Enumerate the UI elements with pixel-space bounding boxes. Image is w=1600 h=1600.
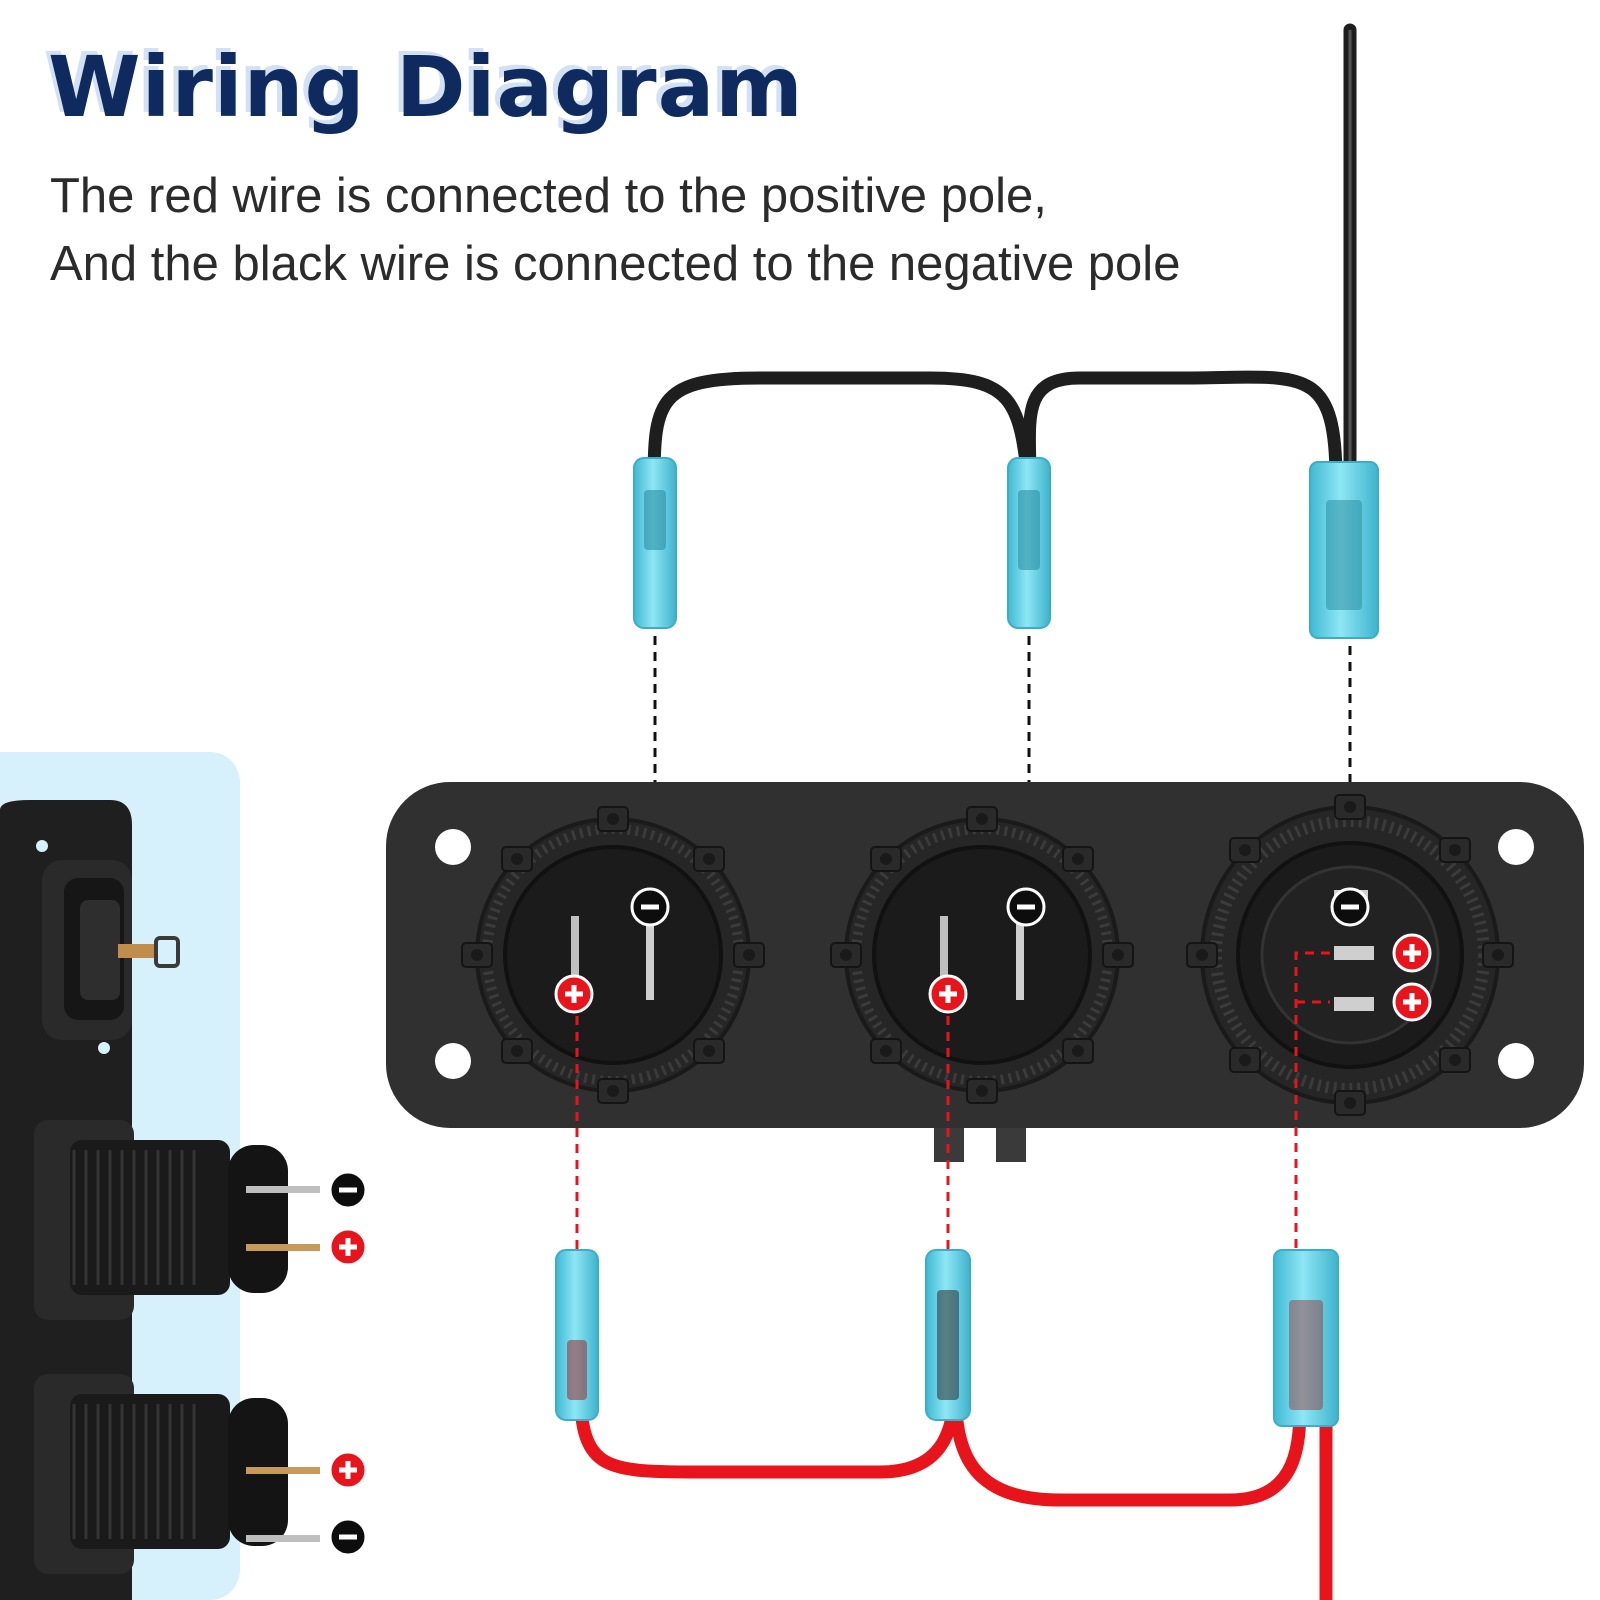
side-voltmeter-socket — [42, 860, 180, 1040]
minus-icon — [1330, 887, 1370, 927]
plus-icon — [928, 974, 968, 1014]
minus-icon — [328, 1517, 368, 1557]
page-title: Wiring Diagram — [48, 38, 804, 136]
instruction-line-positive: The red wire is connected to the positiv… — [50, 169, 1047, 223]
minus-icon — [1006, 887, 1046, 927]
instruction-line-negative: And the black wire is connected to the n… — [50, 237, 1181, 291]
positive-connector-2 — [925, 1249, 971, 1421]
minus-icon — [630, 887, 670, 927]
negative-connector-main — [1309, 461, 1379, 639]
negative-connector-1 — [633, 457, 677, 629]
red-wire-harness — [573, 1373, 1333, 1600]
black-wire-harness — [647, 23, 1357, 487]
usb-socket-middle — [830, 806, 1134, 1104]
positive-guide-lines — [575, 951, 1330, 1250]
plus-icon — [328, 1227, 368, 1267]
usb-socket-left — [461, 806, 765, 1104]
positive-connector-main — [1273, 1249, 1339, 1427]
plus-icon — [1392, 982, 1432, 1022]
mounting-hole — [435, 1043, 471, 1079]
plus-icon — [1392, 933, 1432, 973]
minus-icon — [328, 1170, 368, 1210]
voltmeter-socket-right — [1186, 794, 1514, 1116]
positive-connector-1 — [555, 1249, 599, 1421]
side-usb-socket-1 — [34, 1120, 320, 1320]
plus-icon — [554, 974, 594, 1014]
plus-icon — [328, 1450, 368, 1490]
mounting-hole — [1498, 829, 1534, 865]
instruction-text: The red wire is connected to the positiv… — [50, 162, 1180, 298]
mounting-hole — [1498, 1043, 1534, 1079]
mounting-hole — [435, 829, 471, 865]
side-view-panel — [0, 752, 368, 1600]
negative-connector-2 — [1007, 457, 1051, 629]
side-usb-socket-2 — [34, 1374, 320, 1574]
